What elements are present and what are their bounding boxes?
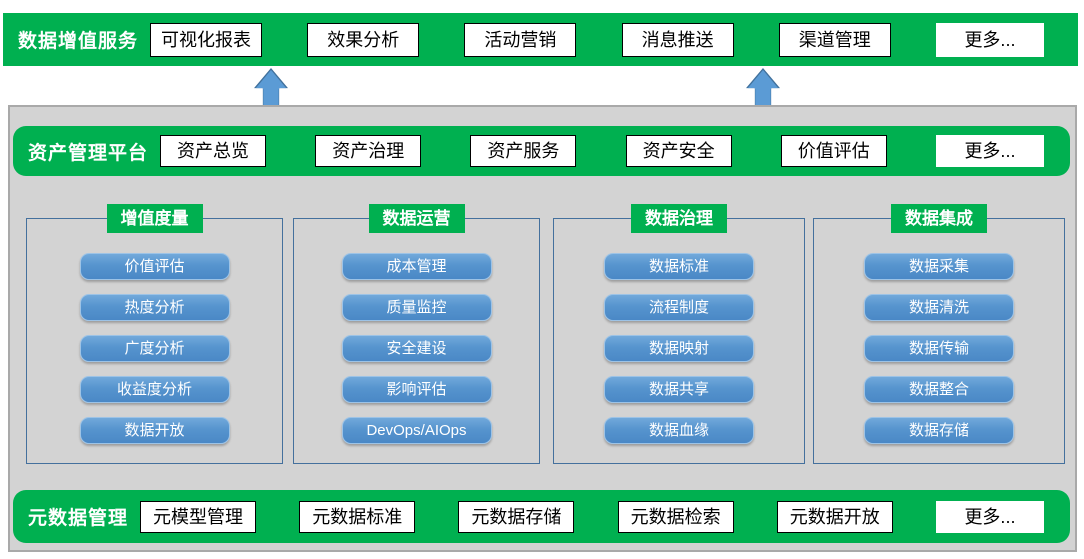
panel-value-metrics-header: 增值度量 (106, 204, 203, 233)
capability-button: 质量监控 (341, 294, 492, 321)
capability-button: 价值评估 (79, 253, 230, 280)
service-box-message-push: 消息推送 (621, 22, 734, 57)
capability-button: 数据传输 (864, 335, 1014, 362)
panel-data-integration-header: 数据集成 (891, 204, 987, 233)
capability-button: 热度分析 (79, 294, 230, 321)
capability-button: 数据映射 (604, 335, 754, 362)
meta-box-more: 更多... (935, 500, 1044, 533)
service-box-effect-analysis: 效果分析 (307, 22, 420, 57)
panel-data-operations: 数据运营 成本管理 质量监控 安全建设 影响评估 DevOps/AIOps (293, 204, 540, 464)
service-box-activity-marketing: 活动营销 (464, 22, 577, 57)
asset-box-security: 资产安全 (625, 135, 732, 167)
meta-box-retrieval: 元数据检索 (617, 500, 734, 533)
service-box-visual-report: 可视化报表 (150, 22, 263, 57)
capability-button: 流程制度 (604, 294, 754, 321)
service-box-channel-management: 渠道管理 (778, 22, 891, 57)
capability-button: 数据清洗 (864, 294, 1014, 321)
capability-button: 数据采集 (864, 253, 1014, 280)
panel-data-integration: 数据集成 数据采集 数据清洗 数据传输 数据整合 数据存储 (813, 204, 1065, 464)
capability-button: 数据标准 (604, 253, 754, 280)
up-arrow-icon (254, 68, 288, 106)
capability-button: 成本管理 (341, 253, 492, 280)
asset-box-value-evaluation: 价值评估 (780, 135, 887, 167)
capability-button: 安全建设 (341, 335, 492, 362)
meta-box-storage: 元数据存储 (458, 500, 575, 533)
capability-button: 数据存储 (864, 417, 1014, 444)
asset-box-more: 更多... (935, 135, 1044, 167)
asset-box-service: 资产服务 (470, 135, 577, 167)
up-arrow-icon (746, 68, 780, 106)
service-box-more: 更多... (935, 22, 1044, 57)
capability-button: 收益度分析 (79, 376, 230, 403)
metadata-management-items: 元模型管理 元数据标准 元数据存储 元数据检索 元数据开放 更多... (140, 500, 1044, 533)
metadata-management-label: 元数据管理 (28, 508, 129, 529)
capability-button: 数据整合 (864, 376, 1014, 403)
asset-box-governance: 资产治理 (315, 135, 422, 167)
capability-button: 广度分析 (79, 335, 230, 362)
panel-value-metrics: 增值度量 价值评估 热度分析 广度分析 收益度分析 数据开放 (26, 204, 283, 464)
panel-data-governance: 数据治理 数据标准 流程制度 数据映射 数据共享 数据血缘 (553, 204, 805, 464)
panel-data-governance-header: 数据治理 (631, 204, 727, 233)
meta-box-model-management: 元模型管理 (140, 500, 257, 533)
capability-button: 数据开放 (79, 417, 230, 444)
asset-management-bar: 资产管理平台 资产总览 资产治理 资产服务 资产安全 价值评估 更多... (13, 126, 1070, 176)
platform-container (8, 105, 1077, 552)
capability-button: DevOps/AIOps (341, 417, 492, 444)
asset-management-items: 资产总览 资产治理 资产服务 资产安全 价值评估 更多... (160, 135, 1044, 167)
meta-box-open: 元数据开放 (776, 500, 893, 533)
capability-button: 影响评估 (341, 376, 492, 403)
capability-button: 数据共享 (604, 376, 754, 403)
asset-management-label: 资产管理平台 (28, 142, 149, 164)
metadata-management-bar: 元数据管理 元模型管理 元数据标准 元数据存储 元数据检索 元数据开放 更多..… (13, 490, 1070, 543)
meta-box-standard: 元数据标准 (299, 500, 416, 533)
value-added-services-bar: 数据增值服务 可视化报表 效果分析 活动营销 消息推送 渠道管理 更多... (3, 13, 1078, 66)
panel-data-operations-header: 数据运营 (368, 204, 465, 233)
value-added-services-label: 数据增值服务 (18, 31, 139, 52)
value-added-services-items: 可视化报表 效果分析 活动营销 消息推送 渠道管理 更多... (150, 22, 1044, 57)
asset-box-overview: 资产总览 (160, 135, 267, 167)
capability-button: 数据血缘 (604, 417, 754, 444)
